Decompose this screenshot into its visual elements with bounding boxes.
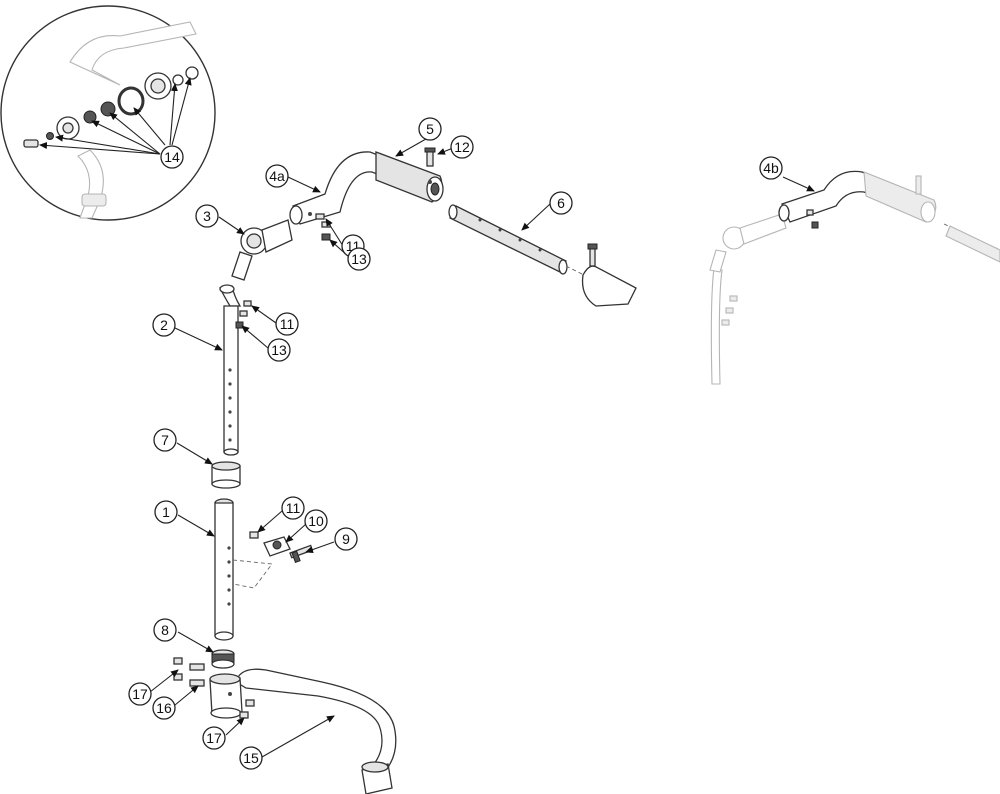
callout-15: 15 bbox=[239, 746, 263, 770]
inset-faint-frame bbox=[69, 21, 197, 219]
part-receiver-clamp-3 bbox=[231, 219, 293, 281]
svg-text:11: 11 bbox=[286, 500, 301, 516]
callout-12: 12 bbox=[450, 135, 474, 159]
svg-text:11: 11 bbox=[280, 316, 295, 332]
inset-leader-lines bbox=[39, 77, 192, 155]
callout-4a: 4a bbox=[265, 164, 289, 188]
svg-text:5: 5 bbox=[426, 121, 434, 137]
part-armrest-insert-6 bbox=[448, 204, 637, 307]
callout-11-mid: 11 bbox=[275, 312, 299, 336]
part-nut-8 bbox=[211, 649, 235, 669]
callout-11-lower: 11 bbox=[281, 496, 305, 520]
inset-bearing-parts bbox=[23, 66, 199, 148]
callout-2: 2 bbox=[152, 313, 176, 337]
faint-screws bbox=[721, 295, 738, 326]
callout-6: 6 bbox=[549, 191, 573, 215]
callout-10: 10 bbox=[304, 509, 328, 533]
callout-8: 8 bbox=[153, 618, 177, 642]
part-lower-post-1 bbox=[214, 498, 273, 641]
part-screw-11-lower bbox=[249, 531, 259, 539]
part-base-frame-15 bbox=[209, 668, 397, 794]
svg-text:4b: 4b bbox=[763, 160, 779, 176]
svg-text:7: 7 bbox=[161, 432, 169, 448]
callout-9: 9 bbox=[334, 527, 358, 551]
part-armrest-tube-4a bbox=[289, 151, 444, 225]
callout-7: 7 bbox=[153, 428, 177, 452]
callout-1: 1 bbox=[154, 500, 178, 524]
svg-text:17: 17 bbox=[132, 686, 148, 702]
svg-text:8: 8 bbox=[161, 622, 169, 638]
callout-17-bottom: 17 bbox=[202, 726, 226, 750]
svg-text:13: 13 bbox=[351, 251, 367, 267]
hardware-2-screws bbox=[235, 300, 252, 329]
callout-5: 5 bbox=[418, 117, 442, 141]
svg-text:6: 6 bbox=[557, 195, 565, 211]
callout-16: 16 bbox=[152, 696, 176, 720]
callout-17-left: 17 bbox=[128, 682, 152, 706]
callout-3: 3 bbox=[195, 204, 219, 228]
part-upper-post-2 bbox=[219, 284, 242, 456]
svg-text:13: 13 bbox=[271, 342, 287, 358]
svg-text:15: 15 bbox=[243, 750, 259, 766]
svg-text:16: 16 bbox=[156, 700, 172, 716]
part-bolt-9 bbox=[289, 544, 314, 564]
part-clamp-10 bbox=[263, 536, 291, 557]
svg-text:1: 1 bbox=[162, 504, 170, 520]
svg-text:14: 14 bbox=[164, 149, 180, 165]
svg-text:10: 10 bbox=[308, 513, 324, 529]
part-armrest-tube-4b-assembly bbox=[709, 170, 1000, 385]
callout-13-top: 13 bbox=[347, 247, 371, 271]
svg-text:17: 17 bbox=[206, 730, 222, 746]
svg-text:12: 12 bbox=[454, 139, 470, 155]
callout-13-mid: 13 bbox=[267, 338, 291, 362]
callout-14: 14 bbox=[160, 145, 184, 169]
detail-inset: 14 bbox=[0, 5, 216, 221]
callout-4b: 4b bbox=[759, 156, 783, 180]
svg-text:2: 2 bbox=[160, 317, 168, 333]
svg-text:4a: 4a bbox=[269, 168, 285, 184]
leader-lines bbox=[149, 130, 815, 758]
svg-text:9: 9 bbox=[342, 531, 350, 547]
svg-text:3: 3 bbox=[203, 208, 211, 224]
part-bushing-7 bbox=[211, 461, 241, 489]
